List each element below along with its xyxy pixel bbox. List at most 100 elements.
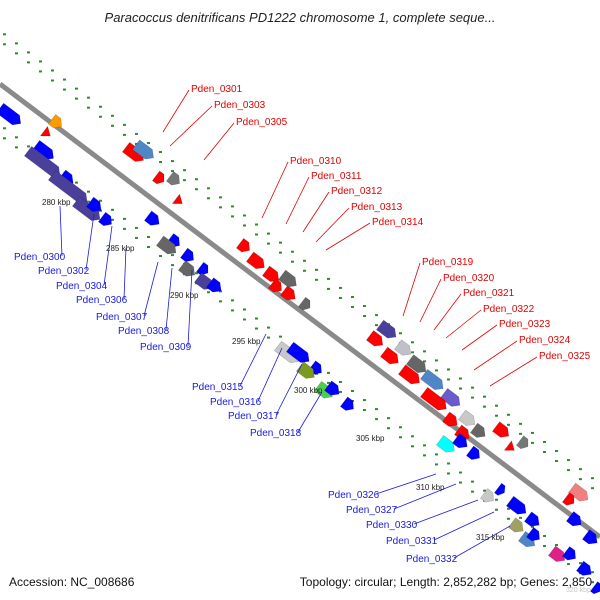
gene-label-forward[interactable]: Pden_0323 (499, 319, 551, 330)
gene-label-reverse[interactable]: Pden_0318 (250, 428, 302, 439)
gene-feature[interactable] (466, 445, 483, 463)
gene-feature[interactable] (492, 421, 512, 441)
gene-arrow[interactable] (132, 139, 157, 163)
gene-arrow[interactable] (526, 527, 543, 544)
gene-arrow[interactable] (566, 511, 584, 530)
gene-feature[interactable] (206, 277, 224, 296)
gene-arrow[interactable] (268, 278, 285, 296)
gene-feature[interactable] (366, 330, 386, 350)
gene-label-reverse[interactable]: Pden_0331 (386, 536, 438, 547)
gene-arrow[interactable] (366, 330, 386, 350)
gene-arrow[interactable] (144, 210, 162, 229)
gene-label-reverse[interactable]: Pden_0308 (118, 326, 170, 337)
gene-arrow[interactable] (394, 339, 414, 359)
gene-feature[interactable] (194, 272, 216, 293)
gene-feature[interactable] (48, 114, 65, 131)
gene-arrow[interactable] (406, 354, 429, 377)
gene-label-reverse[interactable]: Pden_0307 (96, 312, 148, 323)
gene-arrow[interactable] (48, 114, 65, 131)
gene-label-forward[interactable]: Pden_0313 (351, 202, 403, 213)
gene-label-reverse[interactable]: Pden_0302 (38, 266, 90, 277)
gene-feature[interactable] (508, 517, 526, 536)
gene-feature[interactable] (246, 251, 268, 272)
gene-feature[interactable] (152, 170, 167, 187)
gene-feature[interactable] (503, 440, 518, 455)
gene-arrow[interactable] (0, 102, 24, 128)
gene-label-forward[interactable]: Pden_0310 (290, 156, 342, 167)
gene-arrow[interactable] (39, 125, 54, 140)
gene-arrow[interactable] (380, 346, 402, 367)
gene-feature[interactable] (440, 388, 463, 410)
gene-labels[interactable]: Pden_0301Pden_0303Pden_0305Pden_0310Pden… (14, 84, 591, 565)
gene-arrow[interactable] (576, 560, 594, 579)
gene-arrow[interactable] (420, 368, 446, 393)
gene-arrow[interactable] (178, 260, 198, 280)
gene-feature[interactable] (576, 560, 594, 579)
gene-label-forward[interactable]: Pden_0312 (331, 186, 383, 197)
gene-label-forward[interactable]: Pden_0319 (422, 257, 474, 268)
gene-arrow[interactable] (436, 435, 458, 455)
gene-label-forward[interactable]: Pden_0321 (463, 288, 515, 299)
gene-label-reverse[interactable]: Pden_0316 (210, 397, 262, 408)
gene-arrow[interactable] (156, 235, 179, 258)
gene-feature[interactable] (524, 511, 542, 530)
gene-feature[interactable] (480, 488, 497, 506)
gene-feature[interactable] (196, 261, 211, 278)
gene-feature[interactable] (178, 260, 198, 280)
gene-arrow[interactable] (236, 238, 253, 255)
gene-feature[interactable] (166, 171, 183, 189)
gene-arrow[interactable] (562, 546, 579, 564)
gene-feature[interactable] (526, 527, 543, 544)
gene-feature[interactable] (566, 511, 584, 530)
gene-arrow[interactable] (466, 445, 483, 463)
gene-arrow[interactable] (480, 488, 497, 506)
gene-feature[interactable] (278, 269, 300, 290)
gene-feature[interactable] (376, 319, 399, 342)
gene-arrow[interactable] (420, 386, 450, 413)
gene-label-reverse[interactable]: Pden_0300 (14, 252, 66, 263)
gene-arrow[interactable] (98, 211, 115, 229)
gene-feature[interactable] (470, 422, 488, 441)
gene-label-reverse[interactable]: Pden_0330 (366, 520, 418, 531)
gene-arrow[interactable] (340, 396, 357, 414)
gene-arrow[interactable] (280, 285, 298, 304)
gene-arrow[interactable] (494, 482, 508, 497)
gene-label-forward[interactable]: Pden_0301 (191, 84, 243, 95)
gene-feature[interactable] (380, 346, 402, 367)
gene-arrow[interactable] (548, 545, 568, 565)
gene-arrow[interactable] (590, 581, 600, 596)
gene-arrow[interactable] (524, 511, 542, 530)
gene-arrow[interactable] (286, 341, 312, 366)
gene-arrow[interactable] (470, 422, 488, 441)
gene-feature[interactable] (406, 354, 429, 377)
gene-feature[interactable] (562, 492, 577, 509)
gene-label-reverse[interactable]: Pden_0327 (346, 505, 398, 516)
gene-feature[interactable] (286, 341, 312, 366)
gene-arrow[interactable] (166, 171, 183, 189)
gene-feature[interactable] (442, 411, 460, 430)
gene-feature[interactable] (280, 285, 298, 304)
gene-feature[interactable] (398, 364, 423, 388)
gene-arrow[interactable] (582, 529, 600, 548)
gene-feature[interactable] (180, 247, 197, 265)
gene-arrow[interactable] (516, 435, 531, 452)
gene-feature[interactable] (516, 435, 531, 452)
gene-feature[interactable] (420, 386, 450, 413)
gene-arrow[interactable] (180, 247, 197, 265)
gene-feature[interactable] (340, 396, 357, 414)
gene-arrow[interactable] (196, 261, 211, 278)
gene-arrow[interactable] (452, 433, 470, 451)
gene-arrow[interactable] (324, 380, 342, 399)
gene-label-reverse[interactable]: Pden_0304 (56, 281, 108, 292)
gene-label-reverse[interactable]: Pden_0332 (406, 554, 458, 565)
gene-feature[interactable] (0, 102, 24, 128)
gene-feature[interactable] (452, 433, 470, 451)
gene-arrow[interactable] (440, 388, 463, 410)
gene-feature[interactable] (582, 529, 600, 548)
gene-feature[interactable] (268, 278, 285, 296)
gene-arrow[interactable] (458, 409, 478, 429)
gene-arrow[interactable] (171, 193, 186, 208)
gene-label-forward[interactable]: Pden_0303 (214, 100, 266, 111)
gene-label-forward[interactable]: Pden_0311 (311, 171, 362, 182)
